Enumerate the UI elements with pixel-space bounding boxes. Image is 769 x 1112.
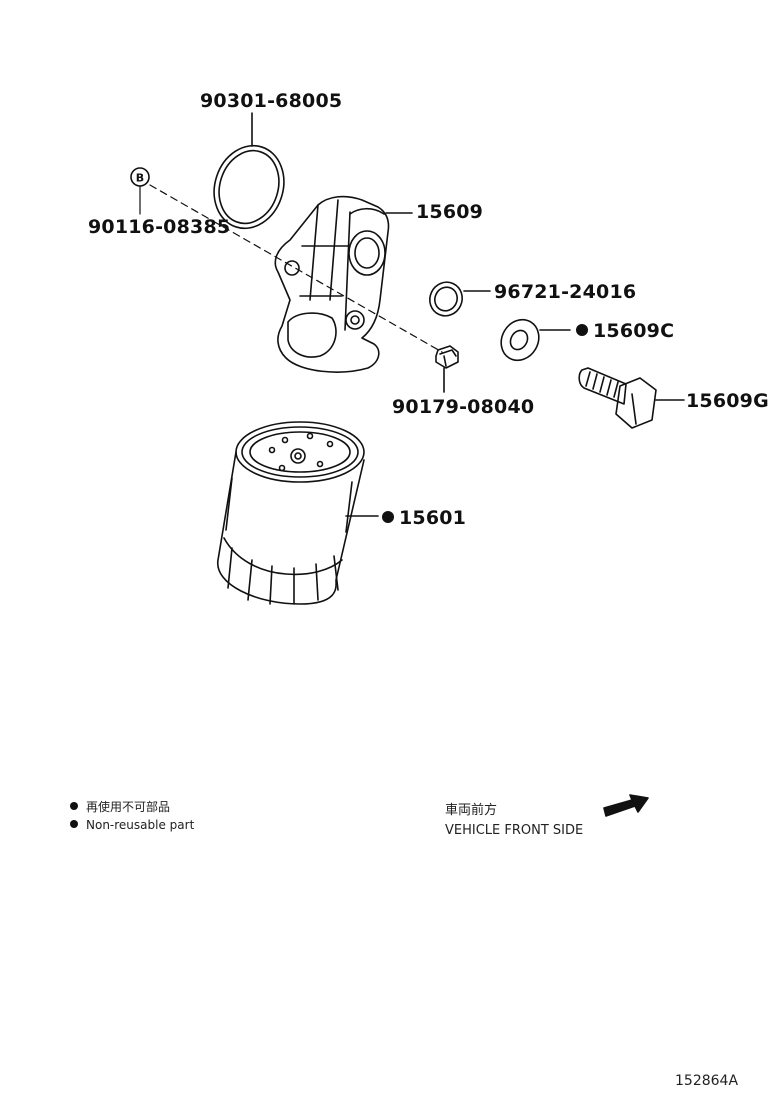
front-arrow-icon: [603, 794, 649, 817]
label-union-part-number[interactable]: 15609G: [686, 390, 769, 412]
label-bracket-part-number[interactable]: 15609: [416, 201, 484, 223]
label-plug-part-number[interactable]: 90179-08040: [392, 396, 535, 418]
front-side-en: VEHICLE FRONT SIDE: [445, 823, 584, 838]
front-side-jp: 車両前方: [445, 803, 498, 818]
gasket-96721-24016: [429, 281, 491, 317]
filter-part-text: 15601: [399, 507, 467, 529]
union-bolt-15609g: [578, 367, 685, 429]
callout-b-letter: B: [136, 172, 144, 185]
label-bolt-part-number[interactable]: 90116-08385: [88, 216, 231, 238]
plug-90179-08040: [435, 345, 459, 393]
legend-en-text: Non-reusable part: [86, 818, 195, 832]
legend-dot-icon: [70, 802, 78, 810]
label-washer-part-number[interactable]: 15609C: [576, 322, 674, 341]
assembly-axis-line: [149, 184, 443, 353]
washer-15609c: [500, 318, 571, 362]
o-ring-90301-68005: [213, 112, 285, 230]
non-reusable-dot-icon: [382, 511, 394, 523]
label-gasket-part-number[interactable]: 96721-24016: [494, 281, 637, 303]
legend-jp-text: 再使用不可部品: [86, 800, 171, 814]
washer-part-text: 15609C: [593, 320, 675, 342]
legend-dot-icon: [70, 820, 78, 828]
label-filter-part-number[interactable]: 15601: [382, 509, 466, 528]
non-reusable-dot-icon: [576, 324, 588, 336]
legend-en: Non-reusable part: [70, 819, 194, 831]
legend-jp: 再使用不可部品: [70, 801, 170, 813]
oil-filter-15601: [217, 421, 379, 605]
label-oring-part-number[interactable]: 90301-68005: [200, 90, 343, 112]
illustration-id: 152864A: [675, 1073, 739, 1089]
oil-filter-bracket-15609: [274, 195, 413, 373]
callout-b-icon: B: [130, 167, 150, 187]
